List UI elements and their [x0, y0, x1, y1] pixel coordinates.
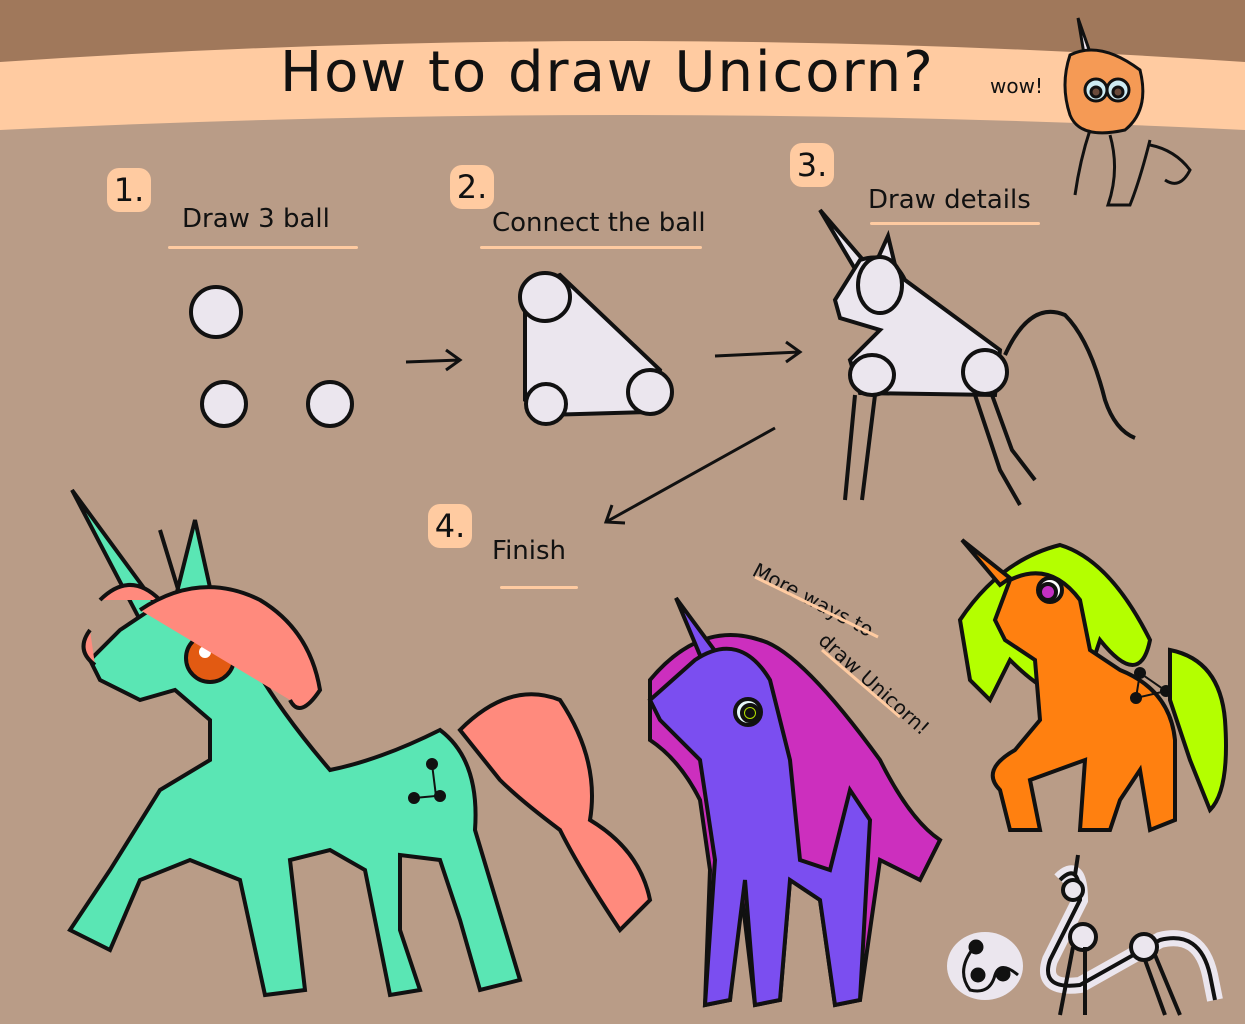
- step-3-details-sketch: [818, 208, 1136, 506]
- finished-teal-unicorn: [67, 488, 653, 998]
- step-2-badge: 2.: [450, 165, 494, 209]
- step-4-label: Finish: [492, 536, 567, 566]
- step-1-balls-sketch: [189, 285, 354, 428]
- exclamation-text: wow!: [990, 74, 1043, 98]
- finished-orange-unicorn: [957, 538, 1228, 833]
- step-1-underline: [168, 246, 358, 249]
- step-3-label: Draw details: [868, 185, 1031, 215]
- step-1-badge: 1.: [107, 168, 151, 212]
- arrow-icons: [405, 340, 803, 525]
- finished-purple-unicorn: [647, 596, 943, 1008]
- step-3-underline: [870, 222, 1040, 225]
- step-4-badge: 4.: [428, 504, 472, 548]
- line-unicorn-sketch: [1040, 854, 1223, 1016]
- title-banner: [0, 41, 1245, 130]
- step-2-underline: [480, 246, 702, 249]
- step-2-label: Connect the ball: [492, 208, 706, 238]
- step-4-underline: [500, 586, 578, 589]
- step-2-connected-sketch: [518, 271, 674, 426]
- step-1-label: Draw 3 ball: [182, 204, 330, 234]
- symbol-sketch: [947, 932, 1023, 1000]
- page-title: How to draw Unicorn?: [280, 40, 935, 105]
- step-3-badge: 3.: [790, 143, 834, 187]
